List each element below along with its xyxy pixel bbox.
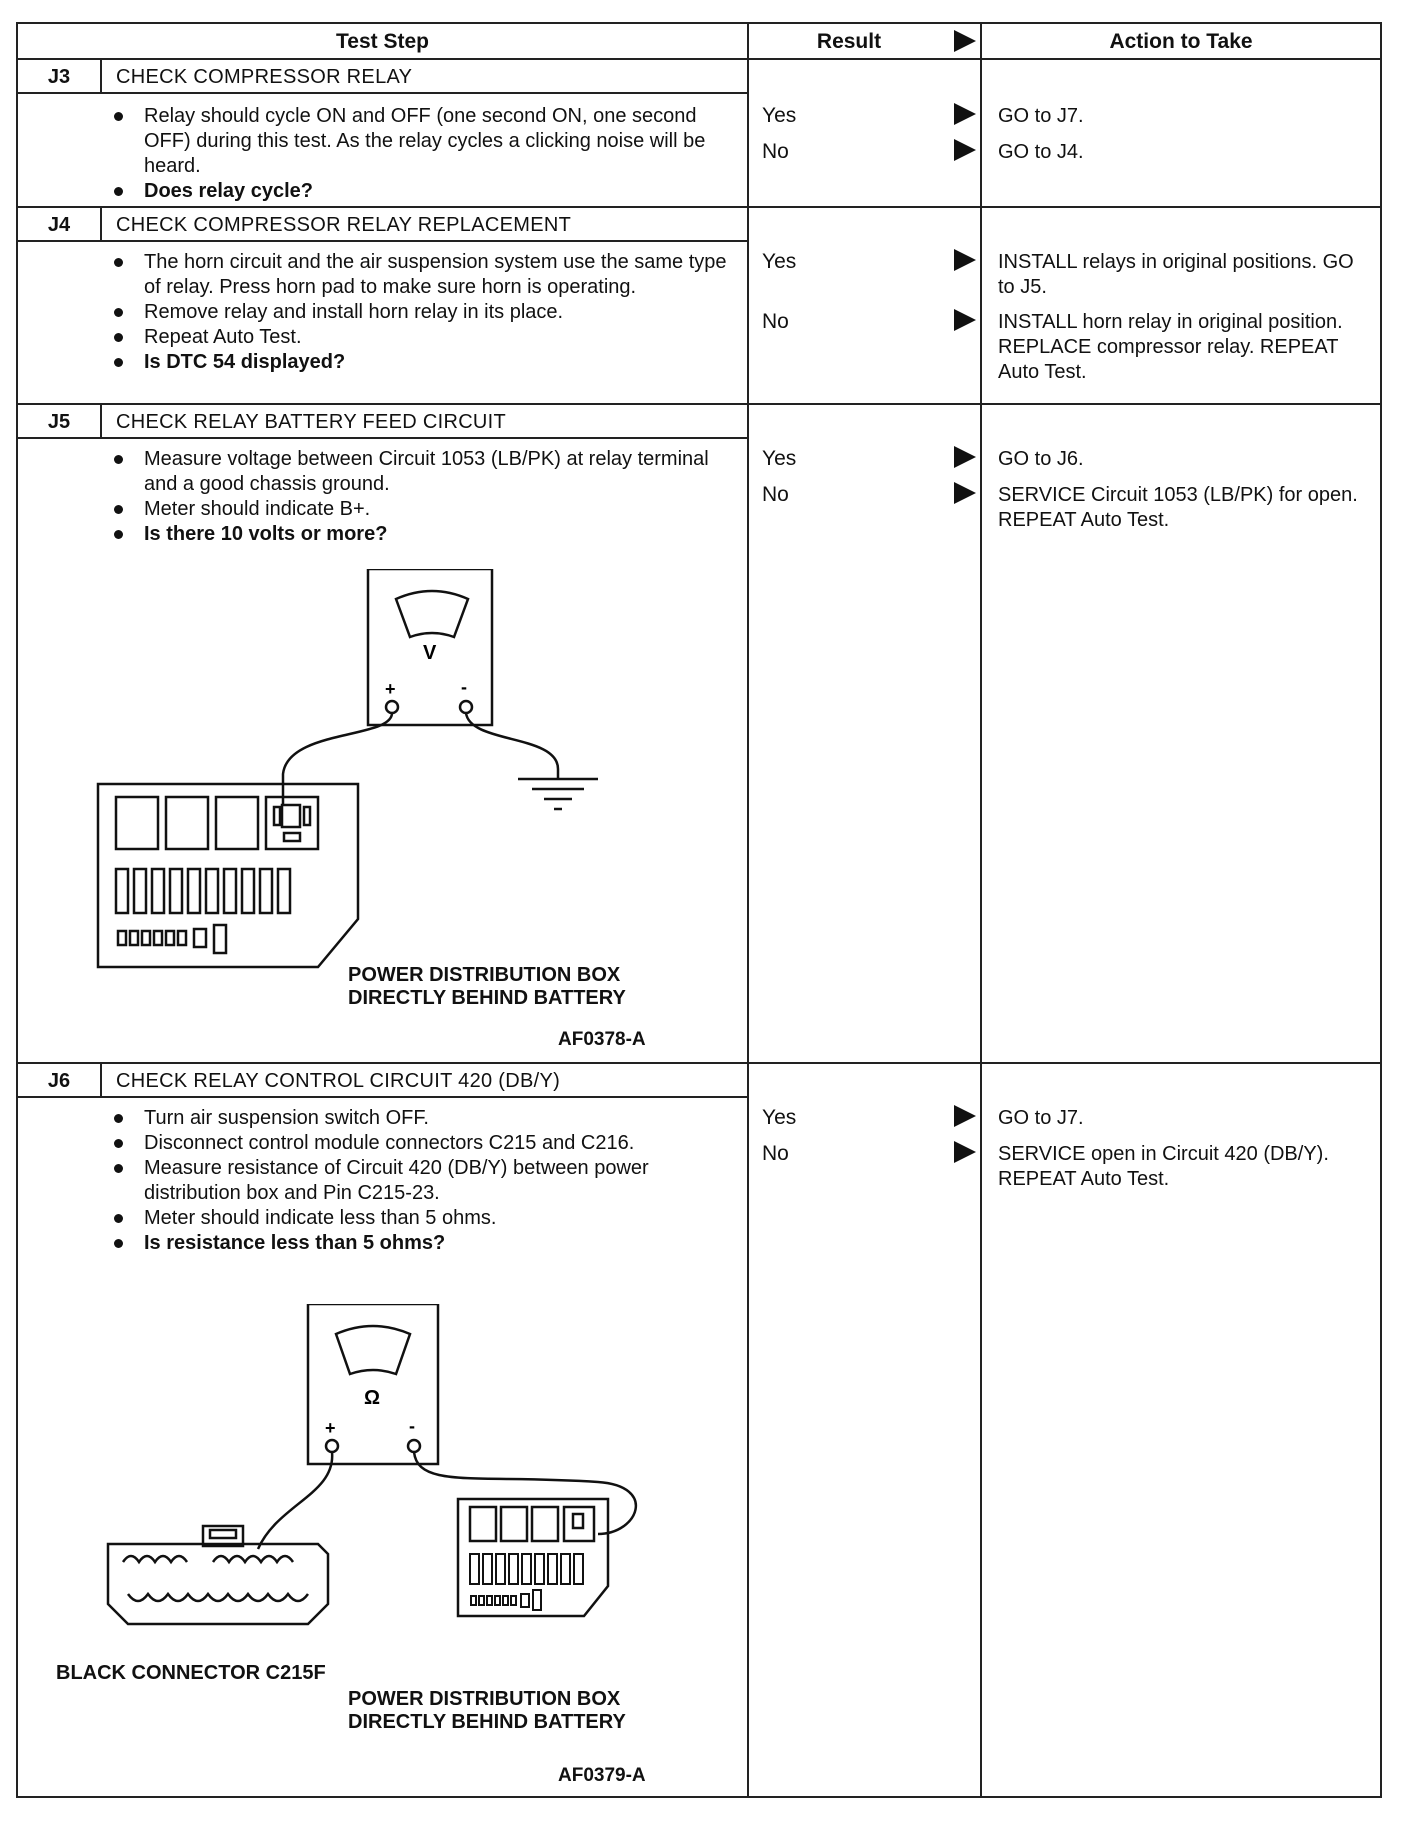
action-text: GO to J7. (998, 1107, 1084, 1129)
result-no: No (762, 140, 789, 163)
bullet: The horn circuit and the air suspension … (110, 250, 730, 300)
id-divider (100, 208, 102, 242)
bullet: Is DTC 54 displayed? (110, 350, 730, 375)
meter-symbol: Ω (364, 1387, 380, 1409)
arrow-icon (954, 139, 976, 161)
arrow-icon (954, 103, 976, 125)
action-text: GO to J7. (998, 105, 1084, 127)
step-title: CHECK COMPRESSOR RELAY REPLACEMENT (116, 213, 572, 236)
header-arrow-icon (954, 30, 976, 52)
arrow-icon (954, 309, 976, 331)
action-text: INSTALL relays in original positions. GO… (998, 251, 1354, 298)
bullet: Relay should cycle ON and OFF (one secon… (110, 104, 730, 179)
step-title: CHECK COMPRESSOR RELAY (116, 65, 413, 88)
result-no: No (762, 310, 789, 333)
step-title: CHECK RELAY BATTERY FEED CIRCUIT (116, 410, 507, 433)
step-bullets: Measure voltage between Circuit 1053 (LB… (110, 447, 730, 547)
title-rule (18, 240, 747, 242)
figure-caption: POWER DISTRIBUTION BOX DIRECTLY BEHIND B… (348, 1688, 626, 1734)
header-rule (18, 58, 1380, 60)
bullet: Turn air suspension switch OFF. (110, 1106, 730, 1131)
header-result: Result (816, 30, 882, 53)
bullet: Does relay cycle? (110, 179, 730, 204)
header-action: Action to Take (1109, 30, 1253, 53)
header-test-step: Test Step (336, 30, 429, 53)
step-bullets: The horn circuit and the air suspension … (110, 250, 730, 375)
action-text: GO to J4. (998, 141, 1084, 163)
arrow-icon (954, 249, 976, 271)
arrow-icon (954, 446, 976, 468)
result-yes: Yes (762, 250, 797, 273)
row-rule (18, 1062, 1380, 1064)
result-yes: Yes (762, 104, 797, 127)
result-yes: Yes (762, 447, 797, 470)
result-yes: Yes (762, 1106, 797, 1129)
caption-line: DIRECTLY BEHIND BATTERY (348, 1711, 626, 1733)
action-text: GO to J6. (998, 448, 1084, 470)
row-rule (18, 403, 1380, 405)
bullet: Measure resistance of Circuit 420 (DB/Y)… (110, 1156, 730, 1206)
bullet: Measure voltage between Circuit 1053 (LB… (110, 447, 730, 497)
arrow-icon (954, 1105, 976, 1127)
plus-terminal-label: + (385, 679, 396, 699)
title-rule (18, 92, 747, 94)
minus-terminal-label: - (409, 1416, 415, 1436)
step-id: J4 (47, 213, 71, 236)
caption-line: POWER DISTRIBUTION BOX (348, 1688, 621, 1710)
bullet: Is there 10 volts or more? (110, 522, 730, 547)
id-divider (100, 405, 102, 439)
column-divider (747, 24, 749, 1796)
bullet: Meter should indicate B+. (110, 497, 730, 522)
result-no: No (762, 1142, 789, 1165)
step-bullets: Relay should cycle ON and OFF (one secon… (110, 104, 730, 204)
bullet: Meter should indicate less than 5 ohms. (110, 1206, 730, 1231)
minus-terminal-label: - (461, 677, 467, 697)
bullet: Remove relay and install horn relay in i… (110, 300, 730, 325)
step-id: J6 (47, 1069, 71, 1092)
figure-id: AF0378-A (558, 1029, 646, 1050)
id-divider (100, 60, 102, 94)
column-divider (980, 24, 982, 1796)
title-rule (18, 1096, 747, 1098)
id-divider (100, 1064, 102, 1098)
bullet: Is resistance less than 5 ohms? (110, 1231, 730, 1256)
arrow-icon (954, 482, 976, 504)
step-id: J5 (47, 410, 71, 433)
result-no: No (762, 483, 789, 506)
plus-terminal-label: + (325, 1418, 336, 1438)
action-text: SERVICE Circuit 1053 (LB/PK) for open. R… (998, 484, 1358, 531)
action-text: SERVICE open in Circuit 420 (DB/Y). REPE… (998, 1143, 1329, 1190)
step-id: J3 (47, 65, 71, 88)
action-text: INSTALL horn relay in original position.… (998, 311, 1343, 383)
arrow-icon (954, 1141, 976, 1163)
figure-id: AF0379-A (558, 1765, 646, 1786)
caption-line: DIRECTLY BEHIND BATTERY (348, 987, 626, 1009)
meter-symbol: V (423, 642, 437, 664)
figure-caption: POWER DISTRIBUTION BOX DIRECTLY BEHIND B… (348, 964, 626, 1010)
step-title: CHECK RELAY CONTROL CIRCUIT 420 (DB/Y) (116, 1069, 561, 1092)
connector-caption: BLACK CONNECTOR C215F (56, 1662, 326, 1684)
ohmmeter-diagram: Ω + - (106, 1304, 638, 1626)
bullet: Repeat Auto Test. (110, 325, 730, 350)
caption-line: POWER DISTRIBUTION BOX (348, 964, 621, 986)
title-rule (18, 437, 747, 439)
row-rule (18, 206, 1380, 208)
step-bullets: Turn air suspension switch OFF. Disconne… (110, 1106, 730, 1256)
voltmeter-diagram: V + - (96, 569, 598, 969)
diagnostic-table: Test Step Result Action to Take J3 CHECK… (16, 22, 1382, 1798)
bullet: Disconnect control module connectors C21… (110, 1131, 730, 1156)
